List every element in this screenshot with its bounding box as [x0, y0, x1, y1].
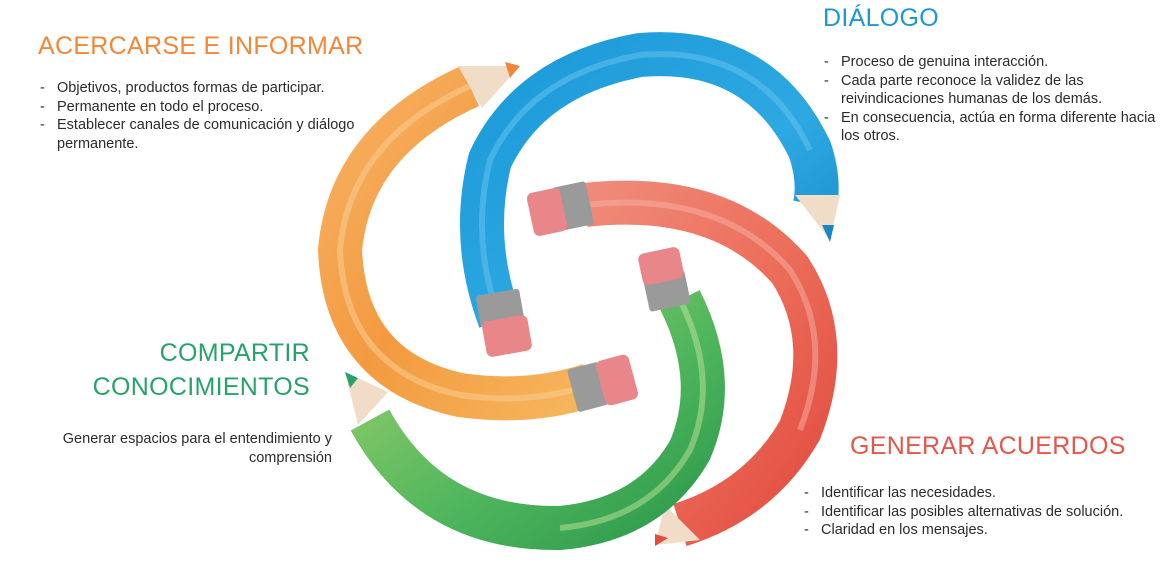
list-item: Objetivos, productos formas de participa… [36, 79, 396, 98]
list-item: En consecuencia, actúa en forma diferent… [820, 109, 1174, 146]
generar-heading: GENERAR ACUERDOS [850, 432, 1126, 460]
dialogo-list: Proceso de genuina interacción. Cada par… [820, 53, 1174, 146]
list-item: Cada parte reconoce la validez de las re… [820, 72, 1174, 109]
dialogo-heading: DIÁLOGO [823, 4, 940, 32]
list-item: Proceso de genuina interacción. [820, 53, 1174, 72]
generar-list: Identificar las necesidades. Identificar… [800, 484, 1174, 540]
compartir-heading-line2: CONOCIMIENTOS [92, 373, 310, 401]
list-item: Establecer canales de comunicación y diá… [36, 116, 396, 153]
list-item: Claridad en los mensajes. [800, 521, 1174, 540]
compartir-heading: COMPARTIR CONOCIMIENTOS [93, 336, 310, 404]
compartir-heading-line1: COMPARTIR [159, 339, 310, 367]
blue-pencil [460, 32, 840, 357]
acercarse-heading: ACERCARSE E INFORMAR [38, 32, 364, 60]
list-item: Identificar las necesidades. [800, 484, 1174, 503]
red-pencil [526, 180, 838, 546]
list-item: Permanente en todo el proceso. [36, 98, 396, 117]
compartir-text: Generar espacios para el entendimiento y… [62, 431, 332, 466]
list-item: Identificar las posibles alternativas de… [800, 503, 1174, 522]
green-pencil [345, 247, 725, 551]
acercarse-list: Objetivos, productos formas de participa… [36, 79, 396, 153]
